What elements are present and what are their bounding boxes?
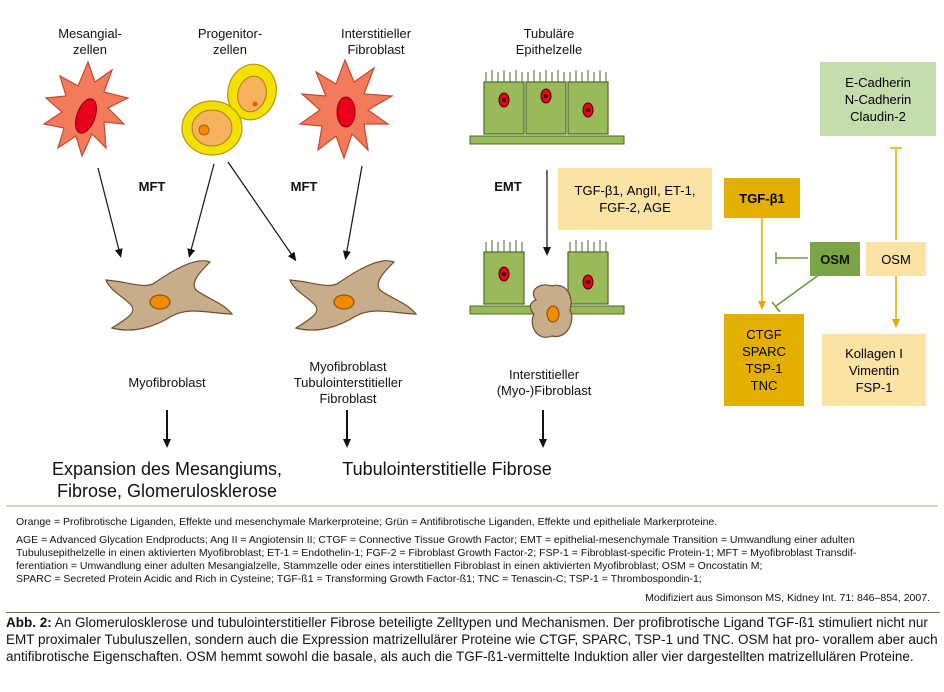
epi-marker-2: N-Cadherin xyxy=(844,91,912,107)
myo-tubulo-line3: Fibroblast xyxy=(319,391,377,406)
mes-3: FSP-1 xyxy=(855,379,893,395)
caption-rule xyxy=(6,612,940,613)
caption-label: Abb. 2: xyxy=(6,615,52,630)
mesangial-cell xyxy=(42,60,130,158)
interstitial-label-line1: Interstitieller xyxy=(340,26,412,41)
matri-1: CTGF xyxy=(746,327,782,342)
myo-tubulo-line1: Myofibroblast xyxy=(309,359,387,374)
tubular-epithelium xyxy=(469,70,625,145)
osm-orange-box: OSM xyxy=(866,242,926,276)
matri-3: TSP-1 xyxy=(745,361,783,376)
legend-line-5: SPARC = Secreted Protein Acidic and Rich… xyxy=(16,573,702,585)
tubular-epithelial-label: Tubuläre Epithelzelle xyxy=(494,26,604,58)
progenitor-cells xyxy=(181,63,277,156)
mft-right-label: MFT xyxy=(290,179,318,194)
mesangial-label: Mesangial- zellen xyxy=(40,26,140,58)
caption-text: An Glomerulosklerose und tubulointerstit… xyxy=(6,615,938,664)
progenitor-label-line2: zellen xyxy=(213,42,247,57)
int-myo-line2: (Myo-)Fibroblast xyxy=(496,383,592,398)
osm-green-box: OSM xyxy=(810,242,860,276)
matricellular-box: CTGF SPARC TSP-1 TNC xyxy=(724,314,804,406)
figure-caption: Abb. 2: An Glomerulosklerose und tubuloi… xyxy=(6,614,940,665)
interstitial-myofibroblast-label: Interstitieller (Myo-)Fibroblast xyxy=(484,367,604,399)
interstitial-fibroblast-cell xyxy=(298,58,394,160)
outcome-left-line2: Fibrose, Glomerulosklerose xyxy=(56,481,278,501)
outcome-left: Expansion des Mesangiums, Fibrose, Glome… xyxy=(40,458,294,502)
emt-label: EMT xyxy=(494,179,522,194)
legend-line-3: Tubulusepithelzelle in einen aktivierten… xyxy=(16,547,857,559)
mesangial-label-line2: zellen xyxy=(73,42,107,57)
signaling-lines xyxy=(758,147,902,328)
mesenchymal-markers-box: Kollagen I Vimentin FSP-1 xyxy=(822,334,926,406)
tubular-epithelium-emt xyxy=(469,240,625,338)
tubular-label-line2: Epithelzelle xyxy=(515,42,583,57)
interstitial-label-line2: Fibroblast xyxy=(347,42,405,57)
emt-ligands-box: TGF-β1, AngII, ET-1, FGF-2, AGE xyxy=(558,168,712,230)
legend-line-4: ferentiation = Umwandlung einer adulten … xyxy=(16,560,763,572)
black-arrows xyxy=(97,161,551,448)
myo-tubulo-line2: Tubulointerstitieller xyxy=(293,375,403,390)
myofibroblast-middle xyxy=(289,260,418,331)
legend-line-2: AGE = Advanced Glycation Endproducts; An… xyxy=(16,534,855,546)
mes-2: Vimentin xyxy=(848,362,900,378)
mes-1: Kollagen I xyxy=(845,345,903,361)
mesangial-label-line1: Mesangial- xyxy=(58,26,122,41)
matri-2: SPARC xyxy=(742,344,786,359)
legend-source: Modifiziert aus Simonson MS, Kidney Int.… xyxy=(645,592,930,604)
myofibroblast-tubulo-label: Myofibroblast Tubulointerstitieller Fibr… xyxy=(282,359,414,407)
tgf-beta1-box: TGF-β1 xyxy=(724,178,800,218)
interstitial-fibroblast-label: Interstitieller Fibroblast xyxy=(320,26,432,58)
outcome-right: Tubulointerstitielle Fibrose xyxy=(342,459,552,479)
progenitor-label-line1: Progenitor- xyxy=(197,26,263,41)
matri-4: TNC xyxy=(750,378,778,393)
tubular-label-line1: Tubuläre xyxy=(523,26,575,41)
emt-ligands-line1: TGF-β1, AngII, ET-1, xyxy=(574,183,696,198)
myofibroblast-label: Myofibroblast xyxy=(128,375,206,390)
legend-line-1: Orange = Profibrotische Liganden, Effekt… xyxy=(16,516,718,528)
mft-left-label: MFT xyxy=(138,179,166,194)
emt-ligands-line2: FGF-2, AGE xyxy=(599,200,671,215)
epithelial-markers-box: E-Cadherin N-Cadherin Claudin-2 xyxy=(820,62,936,136)
epi-marker-3: Claudin-2 xyxy=(850,108,906,124)
myofibroblast-left xyxy=(105,260,234,331)
int-myo-line1: Interstitieller xyxy=(508,367,580,382)
epi-marker-1: E-Cadherin xyxy=(845,74,911,90)
outcome-left-line1: Expansion des Mesangiums, xyxy=(51,459,283,479)
progenitor-label: Progenitor- zellen xyxy=(180,26,280,58)
